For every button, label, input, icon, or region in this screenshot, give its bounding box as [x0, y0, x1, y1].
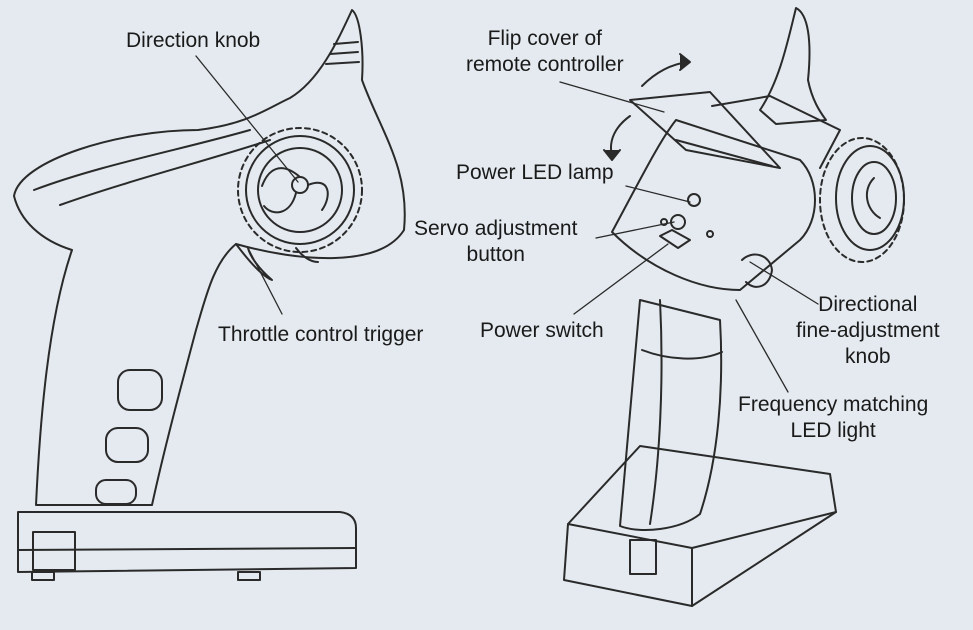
- right-fin: [759, 7, 827, 125]
- right-fine-adjust: [741, 253, 773, 288]
- label-servo-adjustment: Servo adjustment button: [414, 216, 577, 268]
- left-wheel-spoke-1: [261, 167, 301, 187]
- right-base-edge: [567, 511, 837, 549]
- left-trigger: [235, 243, 273, 281]
- right-grip: [619, 299, 723, 531]
- left-grip-inner: [33, 129, 251, 191]
- leader-freq-led: [735, 299, 789, 393]
- label-power-led: Power LED lamp: [456, 161, 614, 184]
- label-servo-line2: button: [466, 243, 525, 266]
- right-small-dot-2: [706, 230, 714, 238]
- label-frequency-led: Frequency matching LED light: [738, 392, 928, 444]
- left-wheel-rim: [245, 135, 355, 245]
- leader-fine-adjust: [749, 261, 819, 305]
- leader-servo: [595, 221, 675, 239]
- left-base: [17, 511, 357, 573]
- left-base-port: [32, 531, 76, 571]
- label-flip-cover: Flip cover of remote controller: [466, 26, 624, 78]
- right-head: [611, 119, 816, 291]
- left-fin-rib-2: [329, 51, 359, 55]
- label-fine-adj-line3: knob: [845, 345, 891, 368]
- right-base-port: [629, 539, 657, 575]
- leader-throttle-trigger: [247, 247, 283, 315]
- left-wheel-outer: [237, 127, 363, 253]
- label-flip-cover-line1: Flip cover of: [487, 27, 602, 50]
- label-freq-line2: LED light: [790, 419, 876, 442]
- left-controller-side-view: [13, 9, 406, 581]
- right-base: [563, 445, 837, 607]
- left-base-line: [17, 547, 357, 551]
- label-flip-cover-line2: remote controller: [466, 53, 624, 76]
- left-grip-inner2: [59, 139, 271, 206]
- left-wheel-spoke-2: [307, 181, 329, 211]
- left-wheel-spoke-3: [263, 192, 297, 214]
- label-fine-adj-line1: Directional: [818, 293, 918, 316]
- right-wheel-rim: [835, 145, 905, 251]
- leader-direction-knob: [195, 55, 299, 183]
- leader-lines: [195, 55, 819, 393]
- right-wheel-spoke: [865, 177, 881, 219]
- label-fine-adjustment: Directional fine-adjustment knob: [796, 292, 940, 370]
- right-wheel-inner: [851, 161, 897, 235]
- left-trigger-2: [295, 247, 319, 263]
- left-grip-slot-3: [95, 479, 137, 505]
- label-power-switch: Power switch: [480, 319, 604, 342]
- right-small-dot-1: [660, 218, 668, 226]
- left-grip-slot-1: [117, 369, 163, 411]
- label-direction-knob: Direction knob: [126, 29, 261, 52]
- right-power-led-dot: [687, 193, 701, 207]
- flip-arrow-left-head: [603, 149, 621, 161]
- label-throttle-trigger: Throttle control trigger: [218, 323, 424, 346]
- left-grip: [13, 9, 406, 506]
- left-grip-slot-2: [105, 427, 149, 463]
- leader-power-led: [625, 185, 691, 203]
- label-servo-line1: Servo adjustment: [414, 217, 578, 240]
- left-foot-1: [31, 571, 55, 581]
- right-fin-back: [711, 95, 841, 169]
- right-grip-line: [649, 299, 663, 525]
- right-flip-cover-inner: [675, 139, 773, 167]
- label-fine-adj-line2: fine-adjustment: [796, 319, 940, 342]
- label-freq-line1: Frequency matching: [738, 393, 929, 416]
- left-wheel-inner: [257, 147, 343, 233]
- leader-power-switch: [573, 243, 669, 315]
- right-grip-band: [641, 349, 723, 360]
- left-fin-rib-3: [325, 61, 360, 65]
- left-wheel-hub: [291, 176, 309, 194]
- left-fin-rib-1: [333, 41, 359, 45]
- leader-flip-cover: [559, 81, 665, 113]
- left-foot-2: [237, 571, 261, 581]
- right-power-switch: [659, 229, 691, 249]
- right-controller-perspective: [563, 7, 905, 607]
- right-flip-cover: [629, 91, 781, 169]
- flip-arrow-top-head: [679, 53, 691, 71]
